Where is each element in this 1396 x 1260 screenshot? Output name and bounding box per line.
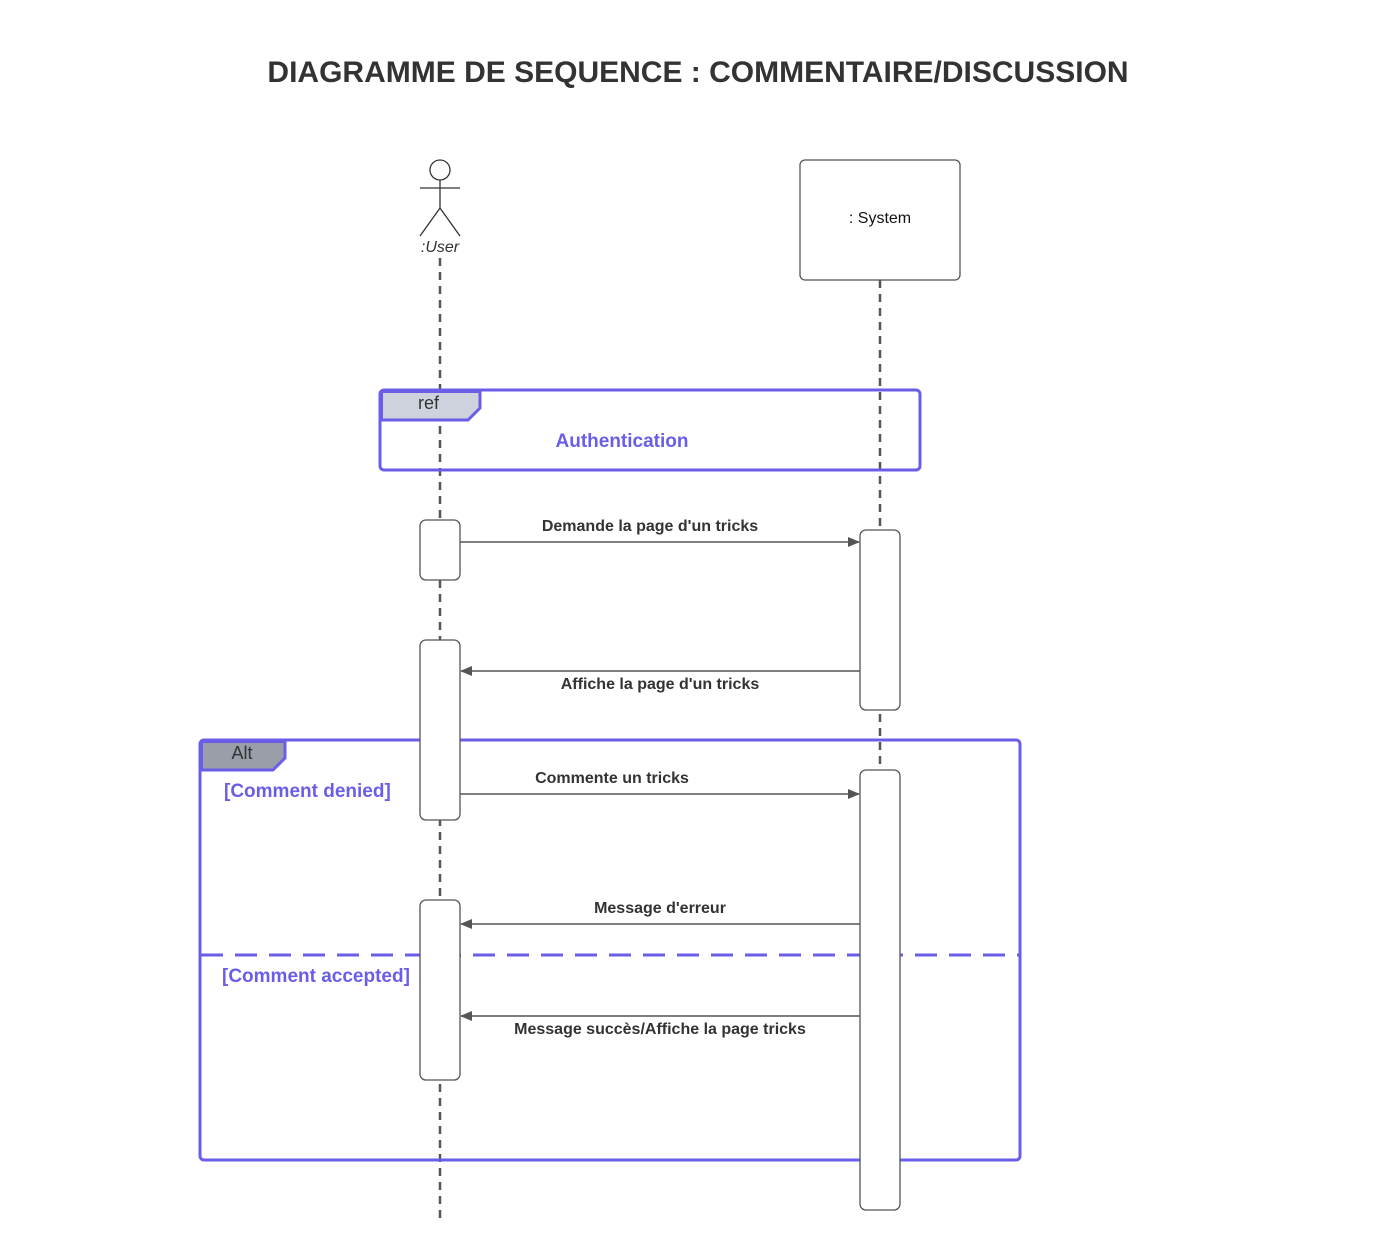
message-label: Commente un tricks [535,770,689,787]
ref-frame-tag: ref [418,393,440,413]
message-label: Message d'erreur [594,900,726,917]
system-activation-bar [859,529,901,711]
user-actor-label: :User [421,239,460,256]
ref-frame: ref Authentication [378,388,922,472]
user-activation-bar [419,639,461,821]
page-title: DIAGRAMME DE SEQUENCE : COMMENTAIRE/DISC… [267,56,1128,89]
message-comment: Commente un tricks [460,770,860,799]
user-activation-bar [419,899,461,1081]
alt-frame-tag: Alt [231,743,252,763]
message-label: Demande la page d'un tricks [542,518,758,535]
alt-frame-tag-box [200,740,287,772]
message-label: Affiche la page d'un tricks [561,676,760,693]
user-activation-bar [419,519,461,581]
alt-guard-accepted: [Comment accepted] [222,966,410,987]
message-error: Message d'erreur [460,900,860,929]
message-success: Message succès/Affiche la page tricks [460,1011,860,1038]
system-object-label: : System [849,210,911,227]
alt-guard-denied: [Comment denied] [224,781,391,802]
ref-frame-label: Authentication [556,431,689,452]
system-activation-bar [859,769,901,1211]
ref-frame-tag-box [380,390,482,422]
message-request-page: Demande la page d'un tricks [460,518,860,547]
message-show-page: Affiche la page d'un tricks [460,666,860,693]
message-label: Message succès/Affiche la page tricks [514,1021,806,1038]
user-actor-icon [419,159,461,237]
